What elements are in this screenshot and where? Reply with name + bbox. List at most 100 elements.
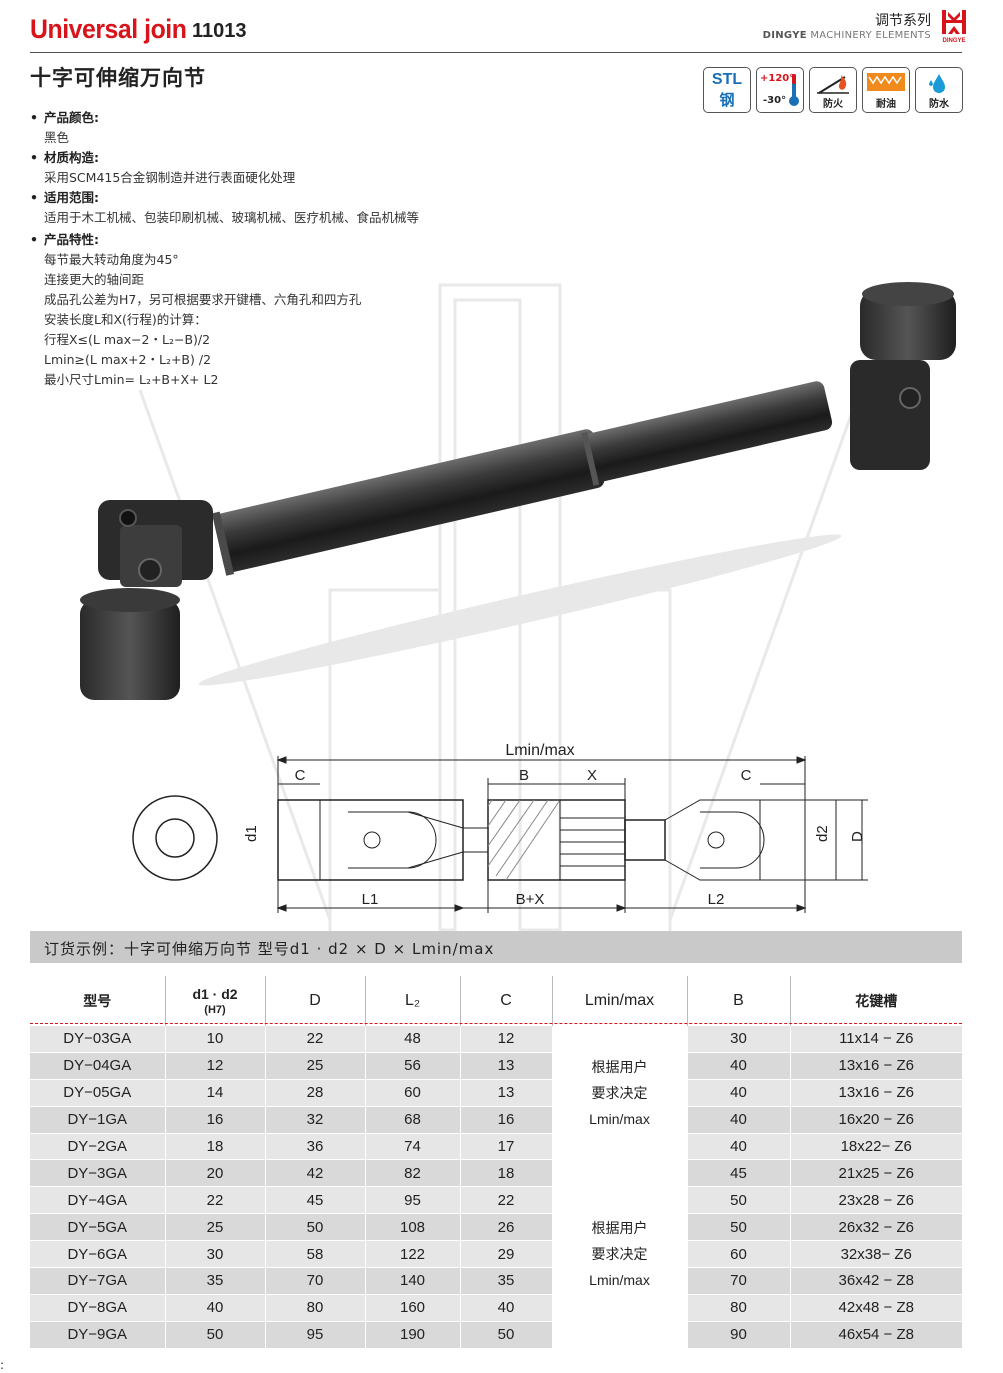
dim-d2: d2 bbox=[814, 825, 831, 842]
cell-C: 18 bbox=[460, 1159, 553, 1188]
cell-model: DY−3GA bbox=[30, 1159, 166, 1188]
cell-d1d2: 12 bbox=[165, 1052, 266, 1080]
cell-d1d2: 20 bbox=[165, 1159, 266, 1188]
dim-c-right: C bbox=[741, 767, 752, 784]
cell-d1d2: 16 bbox=[165, 1106, 266, 1134]
dim-D: D bbox=[849, 831, 866, 842]
cell-model: DY−9GA bbox=[30, 1321, 166, 1349]
cell-spline: 26x32 − Z6 bbox=[790, 1213, 962, 1242]
dim-lminmax: Lmin/max bbox=[505, 742, 574, 759]
spec-features: 产品特性: 每节最大转动角度为45° 连接更大的轴间距 成品孔公差为H7，另可根… bbox=[30, 230, 361, 390]
dimension-drawing: Lmin/max C B X C d1 d2 D L1 B+X L2 bbox=[132, 742, 868, 913]
cell-D: 22 bbox=[265, 1026, 366, 1053]
lminmax-note-line: 要求决定 bbox=[591, 1246, 648, 1263]
cell-spline: 21x25 − Z6 bbox=[790, 1159, 962, 1188]
cell-d1d2: 40 bbox=[165, 1294, 266, 1322]
cell-C: 22 bbox=[460, 1186, 553, 1215]
cell-spline: 18x22− Z6 bbox=[790, 1133, 962, 1161]
cell-D: 50 bbox=[265, 1213, 366, 1242]
col-header-C: C bbox=[460, 976, 553, 1026]
series-label: 调节系列 bbox=[875, 13, 931, 29]
cell-d1d2: 30 bbox=[165, 1240, 266, 1269]
cell-d1d2: 14 bbox=[165, 1079, 266, 1107]
lminmax-note-line: 要求决定 bbox=[591, 1084, 648, 1101]
cell-spline: 23x28 − Z6 bbox=[790, 1186, 962, 1215]
cell-L2: 74 bbox=[365, 1133, 461, 1161]
cell-d1d2: 25 bbox=[165, 1213, 266, 1242]
stl-steel-icon: STL 钢 bbox=[703, 67, 751, 113]
cell-B: 80 bbox=[687, 1294, 791, 1322]
cell-L2: 95 bbox=[365, 1186, 461, 1215]
dim-bx: B+X bbox=[516, 891, 545, 908]
col-header-d1d2: d1 · d2(H7) bbox=[165, 976, 266, 1026]
cell-L2: 190 bbox=[365, 1321, 461, 1349]
cell-model: DY−6GA bbox=[30, 1240, 166, 1269]
col-header-lminmax: Lmin/max bbox=[552, 976, 688, 1026]
cell-d1d2: 10 bbox=[165, 1026, 266, 1053]
cell-spline: 42x48 − Z8 bbox=[790, 1294, 962, 1322]
cell-L2: 56 bbox=[365, 1052, 461, 1080]
cell-B: 50 bbox=[687, 1213, 791, 1242]
spec-color: 产品颜色: 黑色 bbox=[30, 108, 99, 148]
lminmax-note-line: Lmin/max bbox=[589, 1110, 650, 1127]
cell-model: DY−7GA bbox=[30, 1267, 166, 1295]
header-divider bbox=[30, 52, 962, 53]
cell-D: 70 bbox=[265, 1267, 366, 1295]
cell-C: 17 bbox=[460, 1133, 553, 1161]
dim-l2: L2 bbox=[708, 891, 725, 908]
oil-resistant-icon: 耐油 bbox=[862, 67, 910, 113]
cell-B: 50 bbox=[687, 1186, 791, 1215]
cell-model: DY−5GA bbox=[30, 1213, 166, 1242]
cell-spline: 11x14 − Z6 bbox=[790, 1026, 962, 1053]
spec-table: 型号 d1 · d2(H7) D L₂ C Lmin/max B 花键槽 DY−… bbox=[30, 976, 962, 1349]
cell-D: 45 bbox=[265, 1186, 366, 1215]
cell-D: 80 bbox=[265, 1294, 366, 1322]
product-photo bbox=[80, 282, 956, 700]
cell-C: 12 bbox=[460, 1026, 553, 1053]
lminmax-note-line: 根据用户 bbox=[591, 1220, 648, 1237]
cell-B: 40 bbox=[687, 1106, 791, 1134]
cell-C: 40 bbox=[460, 1294, 553, 1322]
waterproof-icon: 防水 bbox=[915, 67, 963, 113]
dingye-logo-icon: DINGYE bbox=[942, 10, 966, 44]
order-example-bar bbox=[30, 931, 962, 963]
cell-L2: 48 bbox=[365, 1026, 461, 1053]
cell-spline: 16x20 − Z6 bbox=[790, 1106, 962, 1134]
cell-B: 40 bbox=[687, 1079, 791, 1107]
dim-x: X bbox=[587, 767, 597, 784]
cell-L2: 68 bbox=[365, 1106, 461, 1134]
col-header-B: B bbox=[687, 976, 791, 1026]
cell-C: 29 bbox=[460, 1240, 553, 1269]
dim-d1: d1 bbox=[243, 825, 260, 842]
company-name: DINGYE MACHINERY ELEMENTS bbox=[762, 30, 931, 41]
cell-D: 32 bbox=[265, 1106, 366, 1134]
cell-model: DY−05GA bbox=[30, 1079, 166, 1107]
cell-d1d2: 50 bbox=[165, 1321, 266, 1349]
cell-B: 70 bbox=[687, 1267, 791, 1295]
cell-L2: 82 bbox=[365, 1159, 461, 1188]
cell-spline: 13x16 − Z6 bbox=[790, 1079, 962, 1107]
fireproof-icon: 防火 bbox=[809, 67, 857, 113]
cell-spline: 32x38− Z6 bbox=[790, 1240, 962, 1269]
cell-D: 58 bbox=[265, 1240, 366, 1269]
cell-d1d2: 35 bbox=[165, 1267, 266, 1295]
cell-model: DY−8GA bbox=[30, 1294, 166, 1322]
col-header-D: D bbox=[265, 976, 366, 1026]
cell-model: DY−03GA bbox=[30, 1026, 166, 1053]
cell-D: 95 bbox=[265, 1321, 366, 1349]
product-title: 十字可伸缩万向节 bbox=[30, 66, 206, 90]
cell-L2: 140 bbox=[365, 1267, 461, 1295]
